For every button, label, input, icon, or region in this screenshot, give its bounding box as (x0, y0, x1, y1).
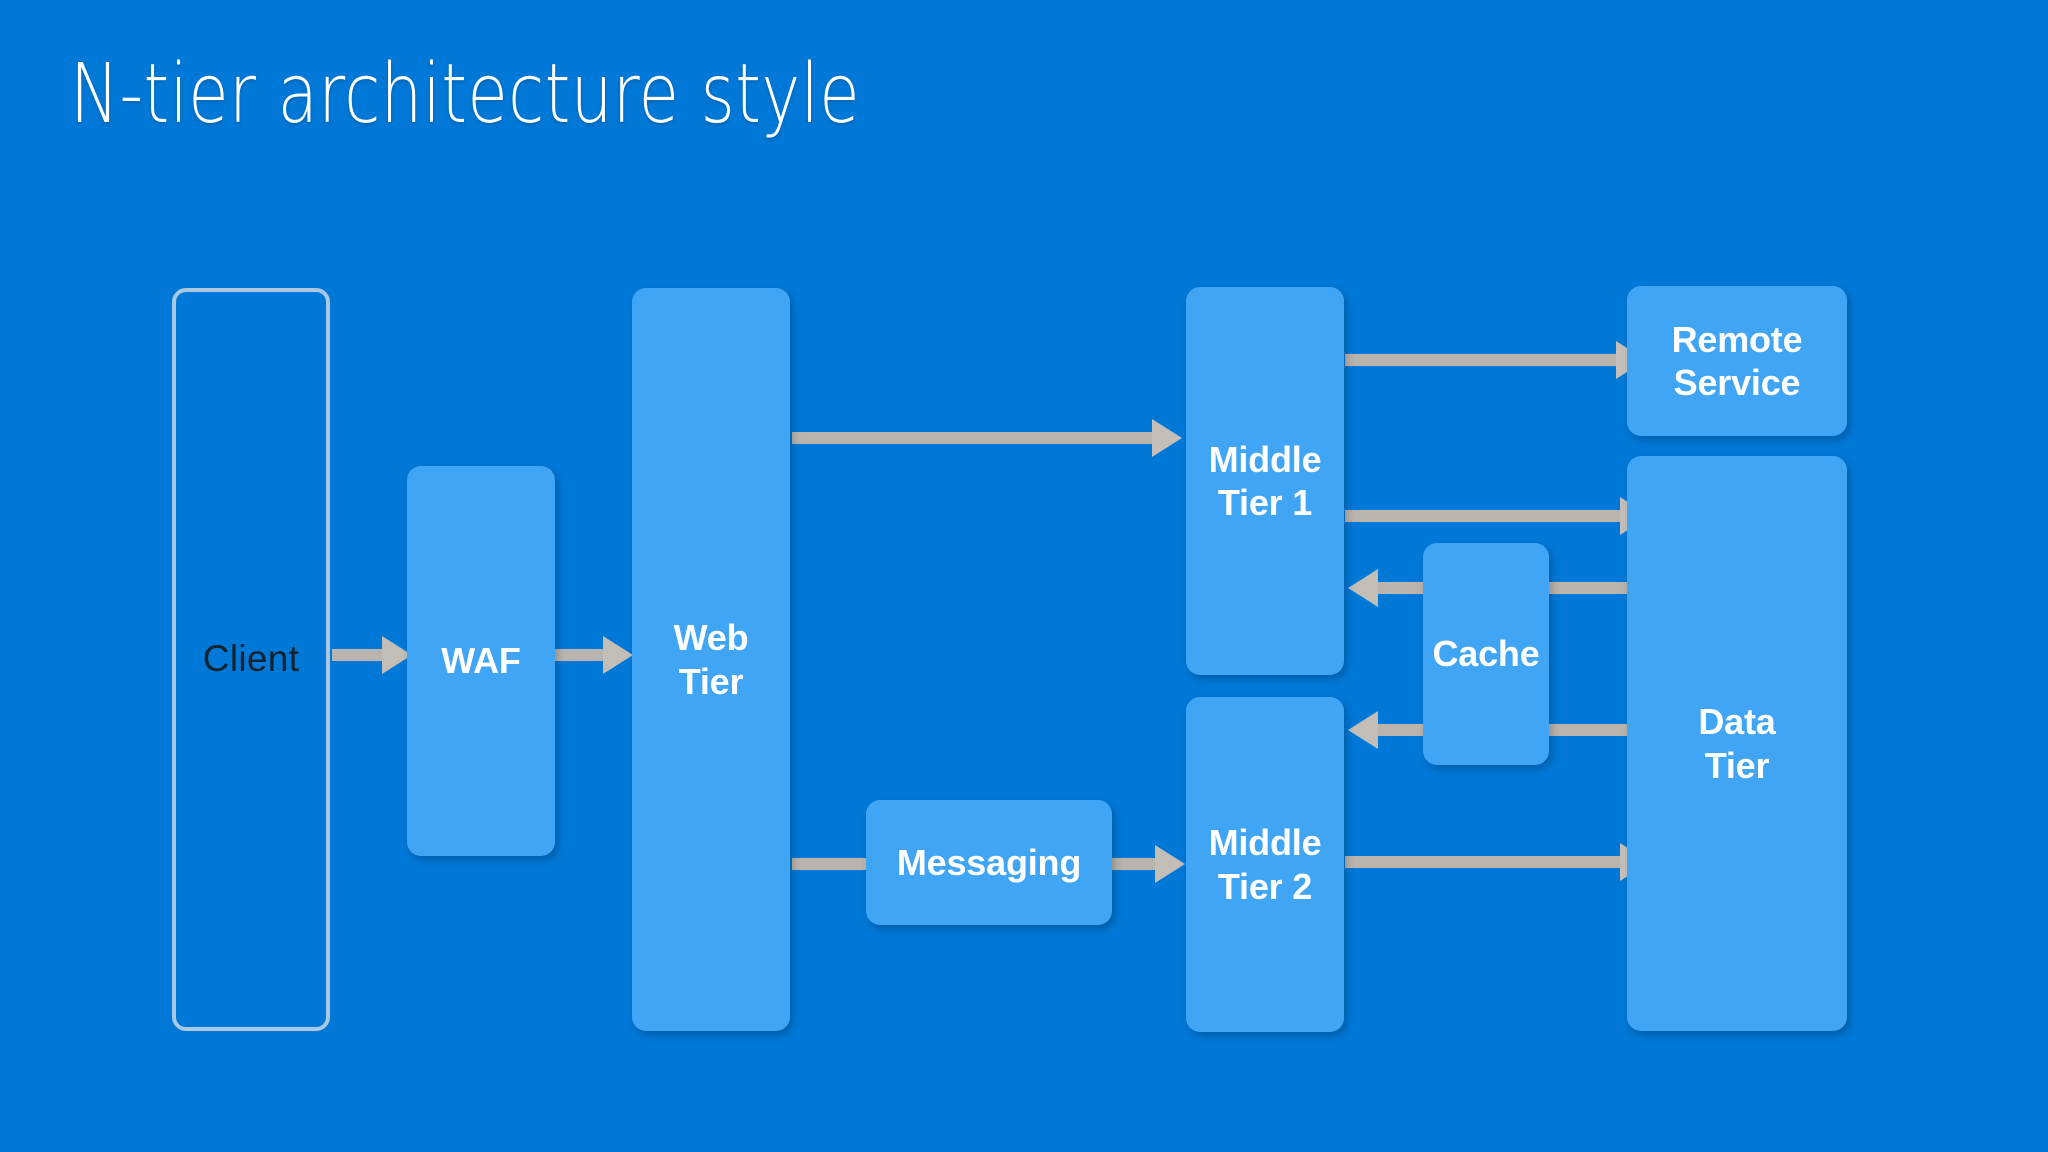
arrowhead-waf-to-web-tier (603, 636, 633, 674)
node-client[interactable]: Client (172, 288, 330, 1031)
arrowhead-data-tier-to-middle-tier-1 (1348, 569, 1378, 607)
connector-web-tier-to-middle-tier-1 (792, 432, 1154, 444)
connector-middle-tier-1-to-remote-service (1345, 354, 1619, 366)
page-title: N-tier architecture style (70, 47, 860, 142)
connector-middle-tier-2-to-data-tier (1345, 856, 1623, 868)
node-middle-tier-2[interactable]: Middle Tier 2 (1186, 697, 1344, 1032)
arrowhead-web-tier-to-middle-tier-1 (1152, 419, 1182, 457)
node-messaging[interactable]: Messaging (866, 800, 1112, 925)
arrowhead-messaging-to-middle-tier-2 (1155, 845, 1185, 883)
connector-messaging-to-middle-tier-2 (1112, 858, 1158, 870)
connector-client-to-waf (332, 649, 384, 661)
connector-web-tier-to-messaging (792, 858, 866, 870)
node-middle-tier-1[interactable]: Middle Tier 1 (1186, 287, 1344, 675)
node-waf[interactable]: WAF (407, 466, 555, 856)
connector-middle-tier-1-to-data-tier (1345, 510, 1623, 522)
arrowhead-data-tier-to-middle-tier-2 (1348, 711, 1378, 749)
node-remote-service[interactable]: Remote Service (1627, 286, 1847, 436)
node-web-tier[interactable]: Web Tier (632, 288, 790, 1031)
connector-waf-to-web-tier (555, 649, 605, 661)
node-data-tier[interactable]: Data Tier (1627, 456, 1847, 1031)
node-cache[interactable]: Cache (1423, 543, 1549, 765)
